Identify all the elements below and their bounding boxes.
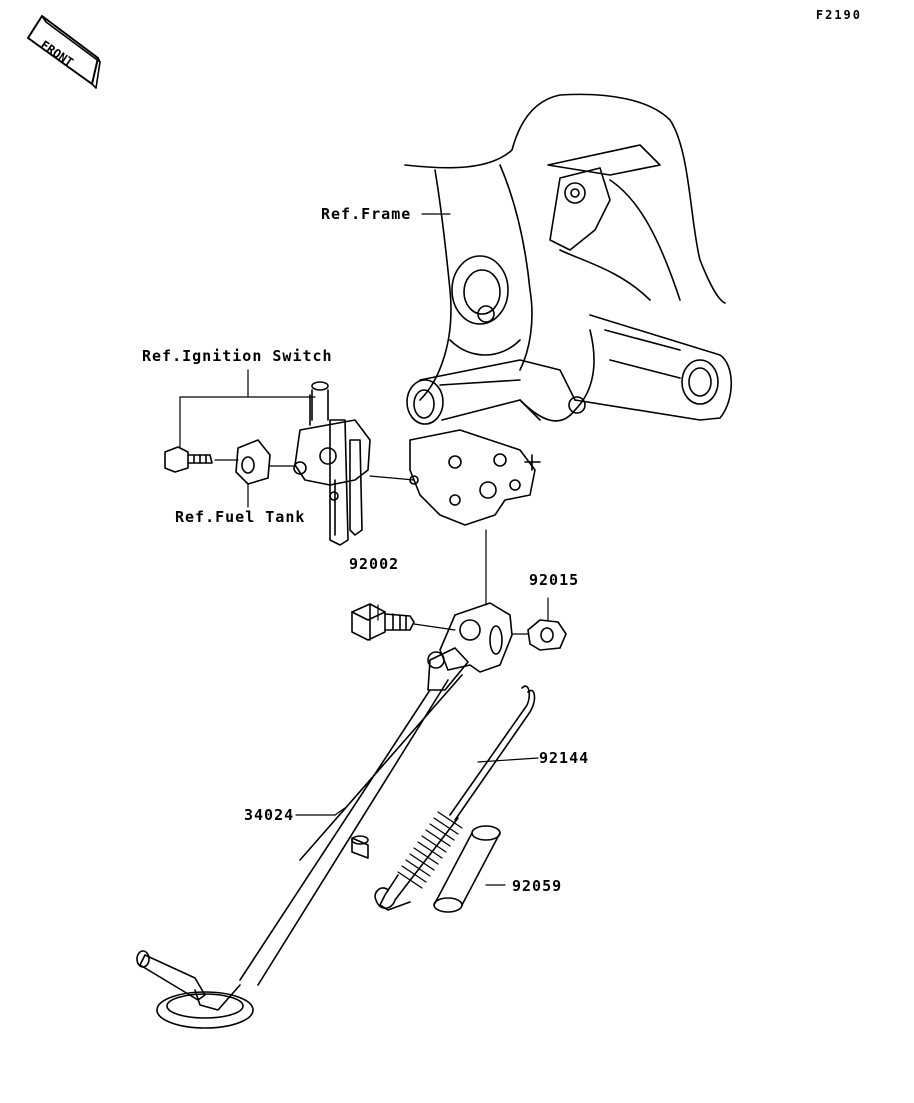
bolt-92002-part [351, 603, 456, 641]
ignition-switch-part [293, 381, 371, 546]
stand-leader [334, 807, 346, 816]
ignition-bolt-part [164, 446, 213, 473]
side-stand-34024-part [136, 602, 513, 1029]
label-part-92002: 92002 [349, 555, 400, 573]
collar-92059-part [433, 825, 501, 913]
label-part-92059: 92059 [512, 877, 563, 895]
frame-reference [404, 93, 732, 526]
diagram-code: F2190 [815, 8, 862, 22]
label-ref-ignition-switch: Ref.Ignition Switch [142, 347, 333, 365]
label-ref-fuel-tank: Ref.Fuel Tank [175, 508, 306, 526]
nut-92015-part [511, 619, 567, 651]
label-part-92015: 92015 [529, 571, 580, 589]
label-part-34024: 34024 [244, 806, 295, 824]
label-ref-frame: Ref.Frame [321, 205, 412, 223]
label-part-92144: 92144 [539, 749, 590, 767]
spring-92144-part [374, 685, 536, 911]
front-arrow-icon: FRONT [27, 15, 101, 89]
fuel-tank-clip-part [235, 439, 271, 485]
reference-leaders [179, 213, 549, 886]
